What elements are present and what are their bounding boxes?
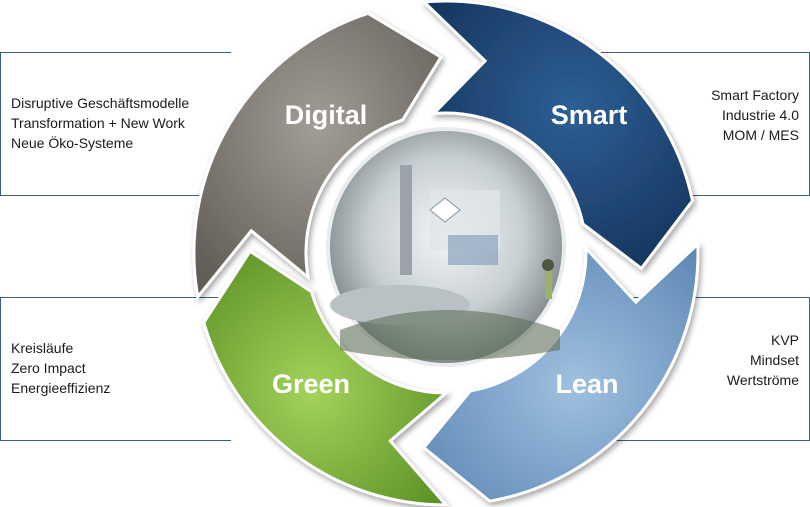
segment-label-smart: Smart <box>551 100 628 130</box>
panel-smart-topics: Smart Factory Industrie 4.0 MOM / MES <box>579 52 810 196</box>
panel-line: KVP <box>770 332 799 348</box>
panel-line: Wertströme <box>726 372 799 388</box>
panel-line: Disruptive Geschäftsmodelle <box>11 95 190 111</box>
segment-smart <box>420 0 695 271</box>
panel-line: Industrie 4.0 <box>721 107 799 123</box>
panel-line: Kreisläufe <box>11 340 74 356</box>
panel-line: Zero Impact <box>11 360 86 376</box>
panel-line: Smart Factory <box>711 87 799 103</box>
panel-green-topics: Kreisläufe Zero Impact Energieeffizienz <box>0 297 231 441</box>
panel-digital-topics: Disruptive Geschäftsmodelle Transformati… <box>0 52 231 196</box>
factory-photo <box>321 122 571 372</box>
panel-line: MOM / MES <box>722 127 799 143</box>
panel-line: Transformation + New Work <box>11 115 185 131</box>
segment-lean <box>421 240 700 503</box>
segment-green <box>202 249 451 507</box>
panel-line: Mindset <box>749 352 799 368</box>
segment-label-green: Green <box>272 369 350 399</box>
segment-digital <box>192 11 443 301</box>
segment-label-lean: Lean <box>555 369 618 399</box>
panel-line: Neue Öko-Systeme <box>11 135 134 151</box>
segment-label-digital: Digital <box>285 100 368 130</box>
panel-line: Energieeffizienz <box>11 380 111 396</box>
